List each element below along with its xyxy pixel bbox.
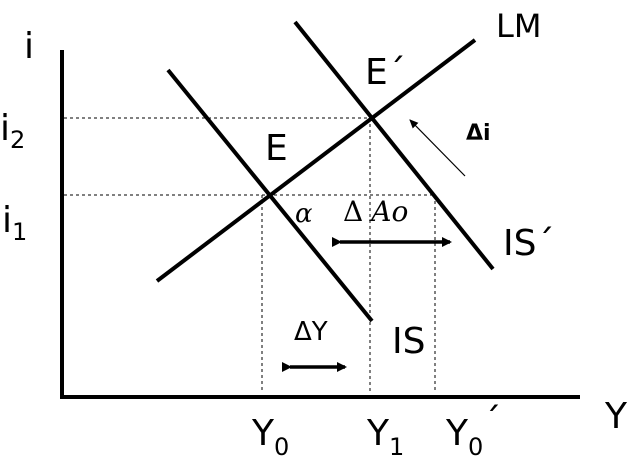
point-e: E	[265, 128, 288, 169]
is-curve	[166, 68, 374, 323]
is-label: IS	[392, 321, 425, 362]
x-axis-label: Y	[604, 396, 628, 437]
x-tick-y0-prime: Y0´	[445, 401, 501, 461]
y-axis-label: i	[24, 26, 34, 67]
lm-label: LM	[496, 7, 541, 45]
y-tick-i1: i1	[2, 200, 27, 246]
lm-curve	[155, 38, 477, 283]
is-shifted-curve	[293, 20, 495, 271]
point-e-prime: E´	[365, 52, 406, 93]
y-tick-i2: i2	[0, 108, 25, 154]
alpha-label: α	[295, 199, 313, 229]
x-tick-y0: Y0	[251, 413, 289, 461]
delta-i-arrow	[409, 119, 466, 177]
is-shifted-label: IS´	[503, 223, 554, 264]
delta-i-label: Δi	[466, 121, 491, 146]
x-tick-y1: Y1	[366, 413, 404, 461]
delta-y-label: ΔY	[294, 317, 328, 347]
